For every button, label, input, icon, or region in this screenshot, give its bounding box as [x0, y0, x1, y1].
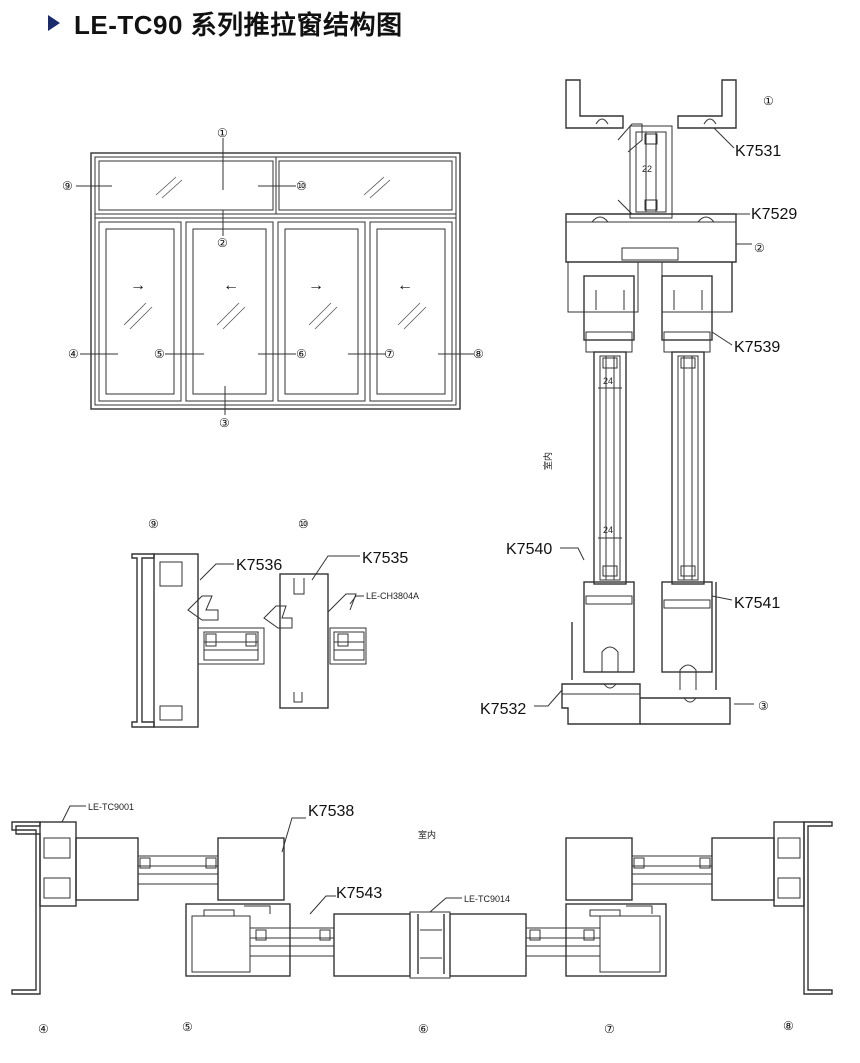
arrow-right-icon: →: [130, 277, 146, 294]
profile-K7538: K7538: [308, 803, 354, 820]
horizontal-section: LE-TC9001 K7538 K7543 LE-TC9014 室内 ④ ⑤ ⑥…: [11, 802, 833, 1036]
transom-section: ⑨ ⑩ K7536 K7535 LE-CH3804A: [131, 517, 419, 728]
callout-hs-6: ⑥: [418, 1022, 429, 1036]
callout-10: ⑩: [296, 179, 307, 193]
profile-K7532: K7532: [480, 701, 526, 718]
dim-24-top: 24: [603, 376, 613, 386]
callout-4: ④: [68, 347, 79, 361]
profile-K7535: K7535: [362, 550, 408, 567]
profile-K7541: K7541: [734, 595, 780, 612]
sash-4: [369, 221, 453, 402]
vertical-section: 22 24 24: [480, 79, 797, 725]
callout-hs-4: ④: [38, 1022, 49, 1036]
profile-LE-TC9014: LE-TC9014: [464, 894, 510, 904]
profile-K7540: K7540: [506, 541, 552, 558]
callout-vs-2: ②: [754, 241, 765, 255]
callout-vs-1: ①: [763, 94, 774, 108]
sash-1: [98, 221, 182, 402]
page-title: LE-TC90 系列推拉窗结构图: [74, 9, 403, 40]
callout-vs-3: ③: [758, 699, 769, 713]
interior-label-vertical: 室内: [542, 452, 553, 470]
sash-3: [277, 221, 366, 402]
sash-2: [185, 221, 274, 402]
dim-22: 22: [642, 164, 652, 174]
profile-K7529: K7529: [751, 206, 797, 223]
callout-7: ⑦: [384, 347, 395, 361]
dim-24-bottom: 24: [603, 525, 613, 535]
interior-label-horizontal: 室内: [418, 829, 436, 840]
transom-pane-left: [98, 160, 274, 211]
callout-hs-7: ⑦: [604, 1022, 615, 1036]
page-header: LE-TC90 系列推拉窗结构图: [48, 6, 403, 40]
callout-hs-5: ⑤: [182, 1020, 193, 1034]
profile-K7539: K7539: [734, 339, 780, 356]
profile-K7531: K7531: [735, 143, 781, 160]
callout-ts-10: ⑩: [298, 517, 309, 531]
callout-5: ⑤: [154, 347, 165, 361]
profile-K7543: K7543: [336, 885, 382, 902]
callout-3: ③: [219, 416, 230, 430]
callout-1: ①: [217, 126, 228, 140]
callout-hs-8: ⑧: [783, 1019, 794, 1033]
seal-LE-CH3804A: LE-CH3804A: [366, 591, 419, 601]
callout-9: ⑨: [62, 179, 73, 193]
profile-K7536: K7536: [236, 557, 282, 574]
arrow-left-icon: ←: [223, 277, 239, 294]
callout-ts-9: ⑨: [148, 517, 159, 531]
outer-frame: [90, 152, 461, 410]
window-elevation: → ← → ← ① ② ③ ④ ⑤ ⑥ ⑦ ⑧ ⑨ ⑩: [62, 126, 484, 430]
arrow-right-icon: →: [308, 277, 324, 294]
header-triangle-icon: [48, 15, 60, 31]
profile-LE-TC9001: LE-TC9001: [88, 802, 134, 812]
callout-6: ⑥: [296, 347, 307, 361]
arrow-left-icon: ←: [397, 277, 413, 294]
callout-8: ⑧: [473, 347, 484, 361]
glass-hatch-marks: [123, 176, 427, 330]
callout-2: ②: [217, 236, 228, 250]
